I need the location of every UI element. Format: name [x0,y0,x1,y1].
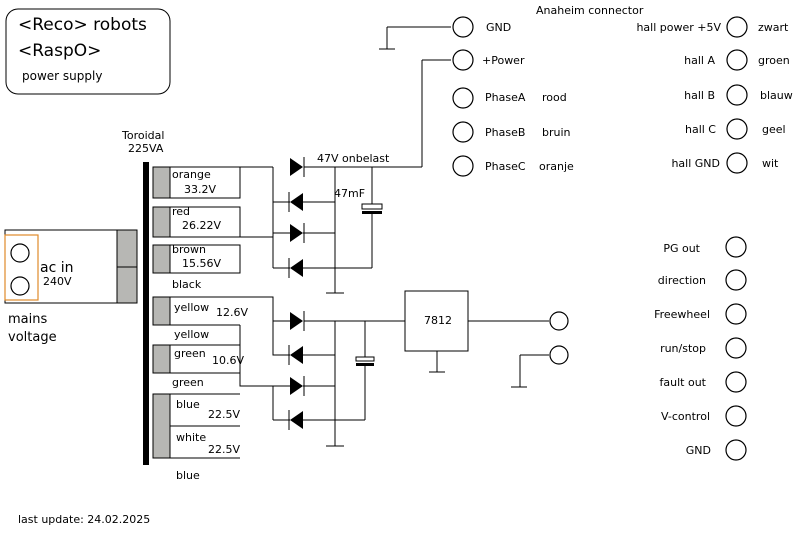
winding-white: white [176,431,206,444]
hall-wire-color: zwart [758,21,789,34]
anaheim-phase-a-color: rood [542,91,567,104]
transformer-core [143,162,149,465]
anaheim-phase-a-label: PhaseA [485,91,526,104]
hall-label: hall GND [671,157,720,170]
hall-terminal[interactable] [726,118,748,140]
mains-label-2: voltage [8,330,57,345]
winding-green-voltage: 10.6V [212,354,244,367]
control-label: direction [658,274,706,287]
control-terminal[interactable] [725,337,747,359]
hall-label: hall C [685,123,716,136]
title-line-2: <RaspO> [18,41,101,61]
winding-yellow: yellow [174,301,209,314]
control-terminal[interactable] [725,303,747,325]
title-box [5,8,171,95]
anaheim-power-label: +Power [482,54,525,67]
winding-red: red [172,205,190,218]
capacitor-label: 47mF [334,187,365,200]
winding-blue-2: blue [176,469,200,482]
hall-label: hall power +5V [636,21,721,34]
control-terminal[interactable] [725,236,747,258]
anaheim-phase-a-terminal[interactable] [452,87,474,109]
winding-black: black [172,278,202,291]
control-terminal[interactable] [725,269,747,291]
regulator-label: 7812 [424,314,452,327]
ac-in-voltage: 240V [43,275,72,288]
winding-orange: orange [172,168,211,181]
secondary-taps [152,166,241,459]
anaheim-title: Anaheim connector [536,4,644,17]
winding-red-voltage: 26.22V [182,219,221,232]
upper-bridge-rectifier [240,59,451,294]
hall-terminal[interactable] [726,152,748,174]
control-label: PG out [663,242,700,255]
control-label: GND [686,444,711,457]
anaheim-phase-b-terminal[interactable] [452,121,474,143]
winding-brown: brown [172,243,206,256]
transformer-label-1: Toroidal [121,129,164,142]
control-label: V-control [661,410,710,423]
hall-wire-color: groen [758,54,790,67]
transformer-label-2: 225VA [128,142,164,155]
ac-in-label: ac in [40,260,74,276]
title-line-1: <Reco> robots [18,15,147,35]
anaheim-gnd-terminal[interactable] [452,16,474,38]
hall-wire-color: geel [762,123,786,136]
control-terminal[interactable] [725,371,747,393]
lower-bridge-rectifier [239,290,549,447]
control-terminal[interactable] [725,439,747,461]
mains-label-1: mains [8,312,47,327]
anaheim-phase-b-label: PhaseB [485,126,525,139]
hall-terminal[interactable] [726,16,748,38]
control-terminal[interactable] [725,405,747,427]
ac-in-connector [4,229,138,304]
title-line-3: power supply [22,69,102,83]
regulator-7812 [404,290,469,352]
winding-yellow-voltage: 12.6V [216,306,248,319]
anaheim-phase-c-label: PhaseC [485,160,526,173]
control-label: run/stop [660,342,706,355]
anaheim-phase-b-color: bruin [542,126,571,139]
anaheim-gnd-label: GND [486,21,511,34]
anaheim-power-terminal[interactable] [452,49,474,71]
winding-brown-voltage: 15.56V [182,257,221,270]
hall-label: hall B [684,89,715,102]
voltage-note: 47V onbelast [317,152,390,165]
anaheim-phase-c-terminal[interactable] [452,155,474,177]
control-label: Freewheel [654,308,710,321]
hall-wire-color: blauw [760,89,793,102]
hall-terminal[interactable] [726,49,748,71]
last-update: last update: 24.02.2025 [18,513,150,526]
hall-connector: hall power +5V zwart hall A groen hall B… [636,16,793,174]
winding-orange-voltage: 33.2V [184,183,216,196]
control-label: fault out [660,376,707,389]
winding-green: green [174,347,206,360]
control-connector: PG out direction Freewheel run/stop faul… [654,236,747,461]
winding-yellow-2: yellow [174,328,209,341]
anaheim-phase-c-color: oranje [539,160,574,173]
hall-terminal[interactable] [726,84,748,106]
output-gnd-terminal[interactable] [549,345,569,365]
output-12v-terminal[interactable] [549,311,569,331]
hall-label: hall A [684,54,715,67]
winding-blue: blue [176,398,200,411]
winding-green-2: green [172,376,204,389]
hall-wire-color: wit [762,157,779,170]
winding-white-voltage: 22.5V [208,443,240,456]
winding-blue-voltage: 22.5V [208,408,240,421]
